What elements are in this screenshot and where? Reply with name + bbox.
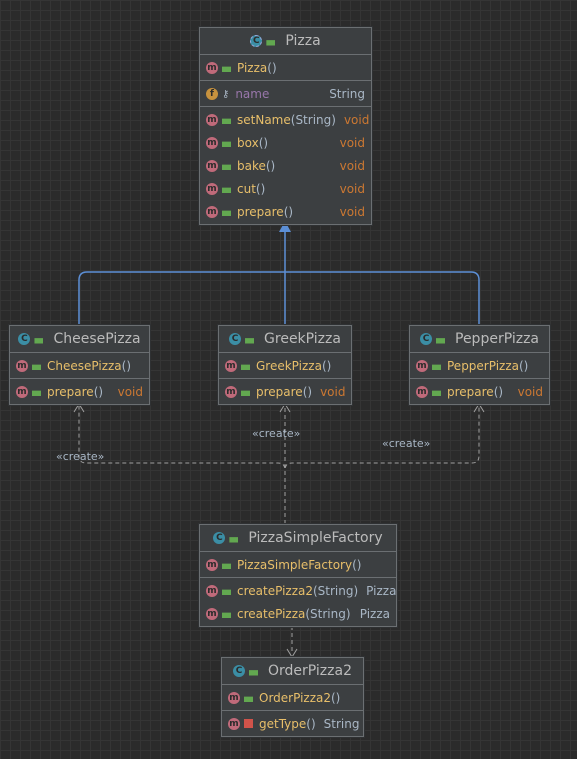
method-icon: m [206,61,218,74]
create-label-cheese: «create» [56,450,105,463]
class-icon: C [229,333,242,345]
public-icon [222,210,231,216]
public-icon [222,612,231,618]
public-icon [249,670,258,676]
private-lock-icon [244,719,253,728]
public-icon [244,696,253,702]
method-icon: m [206,113,218,126]
constructor-row[interactable]: m GreekPizza() [225,358,332,373]
public-icon [222,589,231,595]
class-name: CheesePizza [53,331,141,347]
method-row[interactable]: m prepare() void [206,204,365,219]
method-icon: m [206,136,218,149]
inheritance-arrowhead [279,221,291,232]
public-icon [222,563,231,569]
constructor-row[interactable]: m PepperPizza() [416,358,529,373]
inheritance-line-pepper [285,271,480,324]
class-header: C PepperPizza [410,326,549,353]
class-icon: C [18,333,31,345]
class-pizza-simple-factory[interactable]: C PizzaSimpleFactory m PizzaSimpleFactor… [199,524,397,627]
abstract-class-icon: C [250,35,263,47]
class-order-pizza2[interactable]: C OrderPizza2 m OrderPizza2() m getType(… [221,657,364,737]
method-row[interactable]: m createPizza2(String) Pizza [206,583,397,598]
method-row[interactable]: m getType() String [228,716,360,731]
class-greek-pizza[interactable]: C GreekPizza m GreekPizza() m prepare() … [218,325,352,405]
public-icon [222,141,231,147]
method-row[interactable]: m bake() void [206,158,365,173]
public-icon [222,118,231,124]
method-row[interactable]: m prepare() void [416,384,543,399]
class-name: Pizza [285,33,321,49]
method-icon: m [206,205,218,218]
class-name: PepperPizza [455,331,539,347]
method-row[interactable]: m prepare() void [16,384,143,399]
public-icon [241,364,250,370]
method-icon: m [228,691,240,704]
public-icon [222,66,231,72]
method-icon: m [206,558,218,571]
method-row[interactable]: m box() void [206,135,365,150]
class-header: C PizzaSimpleFactory [200,525,396,552]
class-header: C Pizza [200,28,371,55]
method-icon: m [228,717,240,730]
method-row[interactable]: m cut() void [206,181,365,196]
class-header: C CheesePizza [10,326,149,353]
method-icon: m [16,359,28,372]
create-label-pepper: «create» [382,437,431,450]
constructor-row[interactable]: m PizzaSimpleFactory() [206,557,362,572]
method-icon: m [206,182,218,195]
class-header: C GreekPizza [219,326,351,353]
inheritance-line-cheese [78,271,285,324]
field-row[interactable]: f ⚷ name String [200,82,371,105]
method-icon: m [206,159,218,172]
inheritance-lines [78,228,480,324]
class-pizza[interactable]: C Pizza m Pizza() f ⚷ name String m setN… [199,27,372,225]
class-name: OrderPizza2 [268,663,352,679]
public-icon [266,40,276,46]
class-icon: C [213,532,226,544]
method-icon: m [225,385,237,398]
dependency-line-cheese [78,406,286,524]
public-icon [432,364,441,370]
field-icon: f [206,87,218,100]
public-icon [222,187,231,193]
public-icon [432,390,441,396]
class-header: C OrderPizza2 [222,658,363,685]
constructor-row[interactable]: m CheesePizza() [16,358,132,373]
constructor-row[interactable]: m Pizza() [206,60,277,75]
method-icon: m [225,359,237,372]
class-name: GreekPizza [264,331,341,347]
dependency-line-pepper [284,406,480,524]
public-icon [32,364,41,370]
class-icon: C [420,333,432,345]
public-icon [222,164,231,170]
dependency-lines [78,406,480,653]
method-icon: m [206,584,218,597]
class-cheese-pizza[interactable]: C CheesePizza m CheesePizza() m prepare(… [9,325,150,405]
public-icon [241,390,250,396]
method-row[interactable]: m setName(String) void [206,112,370,127]
public-icon [229,537,239,543]
class-pepper-pizza[interactable]: C PepperPizza m PepperPizza() m prepare(… [409,325,550,405]
method-icon: m [416,385,428,398]
method-icon: m [16,385,28,398]
method-row[interactable]: m prepare() void [225,384,346,399]
method-icon: m [416,359,428,372]
class-name: PizzaSimpleFactory [248,530,383,546]
key-icon: ⚷ [222,89,230,100]
create-label-greek: «create» [252,427,301,440]
public-icon [245,338,255,344]
public-icon [436,338,445,344]
method-icon: m [206,607,218,620]
public-icon [32,390,41,396]
class-icon: C [233,665,245,677]
public-icon [34,338,44,344]
method-row[interactable]: m createPizza(String) Pizza [206,606,390,621]
constructor-row[interactable]: m OrderPizza2() [228,690,341,705]
